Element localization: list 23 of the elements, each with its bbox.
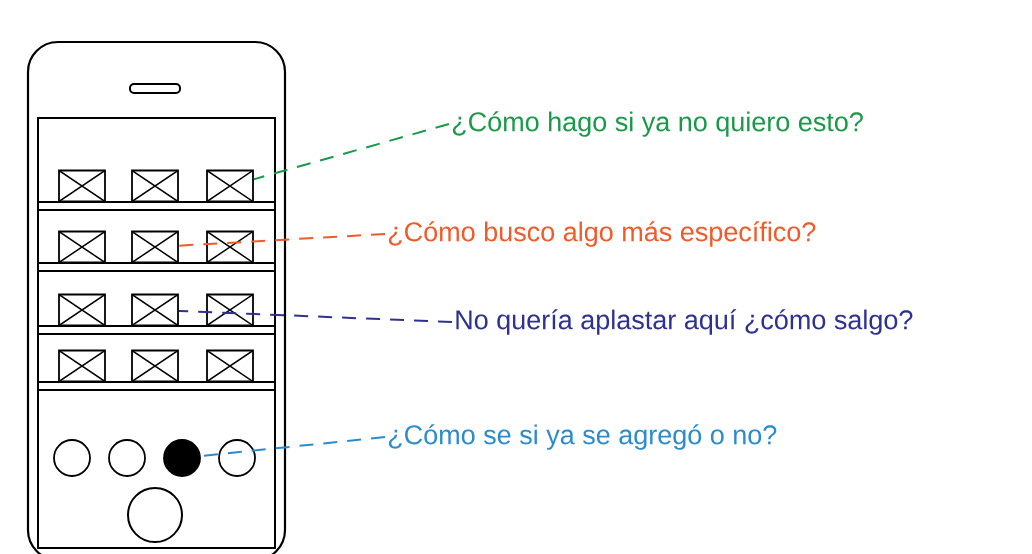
image-placeholder: [131, 349, 179, 383]
image-placeholder: [206, 349, 254, 383]
question-text: No quería aplastar aquí ¿cómo salgo?: [456, 309, 913, 335]
image-placeholder: [131, 169, 179, 203]
image-placeholder: [58, 169, 106, 203]
page-dot: [53, 439, 91, 477]
leader-line: [252, 123, 450, 181]
question-text: ¿Cómo se si ya se agregó o no?: [388, 424, 777, 450]
image-placeholder: [131, 293, 179, 327]
leader-line: [177, 309, 453, 323]
leader-line: [177, 233, 386, 247]
image-placeholder: [131, 230, 179, 264]
image-placeholder: [58, 230, 106, 264]
page-dot: [163, 439, 201, 477]
image-placeholder: [206, 230, 254, 264]
page-dot: [218, 439, 256, 477]
page-dot: [108, 439, 146, 477]
image-placeholder: [58, 349, 106, 383]
image-placeholder: [206, 169, 254, 203]
question-text: ¿Cómo hago si ya no quiero esto?: [452, 111, 863, 137]
image-placeholder: [206, 293, 254, 327]
image-placeholder: [58, 293, 106, 327]
question-text: ¿Cómo busco algo más específico?: [388, 221, 816, 247]
